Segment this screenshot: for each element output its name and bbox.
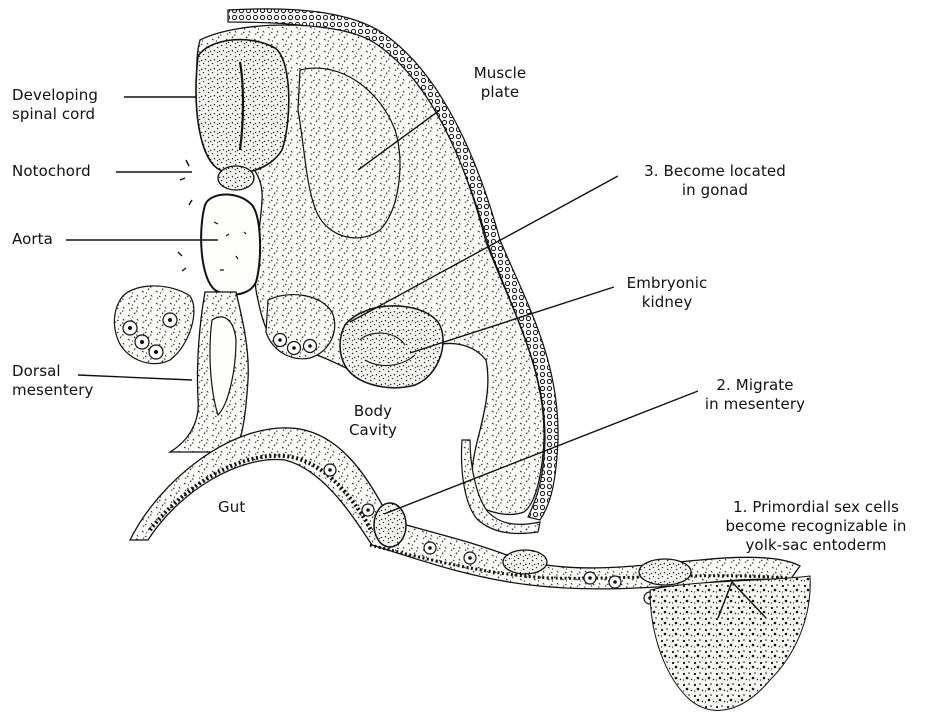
label-line: 1. Primordial sex cells <box>700 498 932 517</box>
label-migrate: 2. Migrate in mesentery <box>690 376 820 414</box>
label-line: kidney <box>612 293 722 312</box>
label-aorta: Aorta <box>12 230 53 249</box>
label-gut: Gut <box>218 498 245 517</box>
label-line: 2. Migrate <box>690 376 820 395</box>
label-line: yolk-sac entoderm <box>700 536 932 555</box>
label-line: spinal cord <box>12 105 98 124</box>
label-line: Muscle <box>455 64 545 83</box>
label-embryonic-kidney: Embryonic kidney <box>612 274 722 312</box>
label-line: Developing <box>12 86 98 105</box>
label-line: plate <box>455 83 545 102</box>
label-muscle-plate: Muscle plate <box>455 64 545 102</box>
leader-dorsal-mesentery <box>78 375 192 380</box>
label-dorsal-mesentery: Dorsal mesentery <box>12 362 93 400</box>
tissue-drawing <box>114 9 810 711</box>
aorta <box>201 194 260 294</box>
label-line: become recognizable in <box>700 517 932 536</box>
label-line: Cavity <box>338 421 408 440</box>
label-developing-spinal-cord: Developing spinal cord <box>12 86 98 124</box>
label-become-located: 3. Become located in gonad <box>610 162 820 200</box>
label-line: mesentery <box>12 381 93 400</box>
label-notochord: Notochord <box>12 162 91 181</box>
label-line: Dorsal <box>12 362 93 381</box>
notochord <box>218 166 254 190</box>
gonad-vesicle-cluster <box>266 295 335 359</box>
migrating-cell <box>374 503 406 547</box>
label-line: 3. Become located <box>610 162 820 181</box>
left-vesicle-cluster <box>114 286 194 364</box>
yolk-sac-entoderm <box>650 576 810 710</box>
label-line: in mesentery <box>690 395 820 414</box>
label-line: Body <box>338 402 408 421</box>
label-primordial-sex-cells: 1. Primordial sex cells become recogniza… <box>700 498 932 555</box>
label-line: Embryonic <box>612 274 722 293</box>
label-line: in gonad <box>610 181 820 200</box>
label-body-cavity: Body Cavity <box>338 402 408 440</box>
